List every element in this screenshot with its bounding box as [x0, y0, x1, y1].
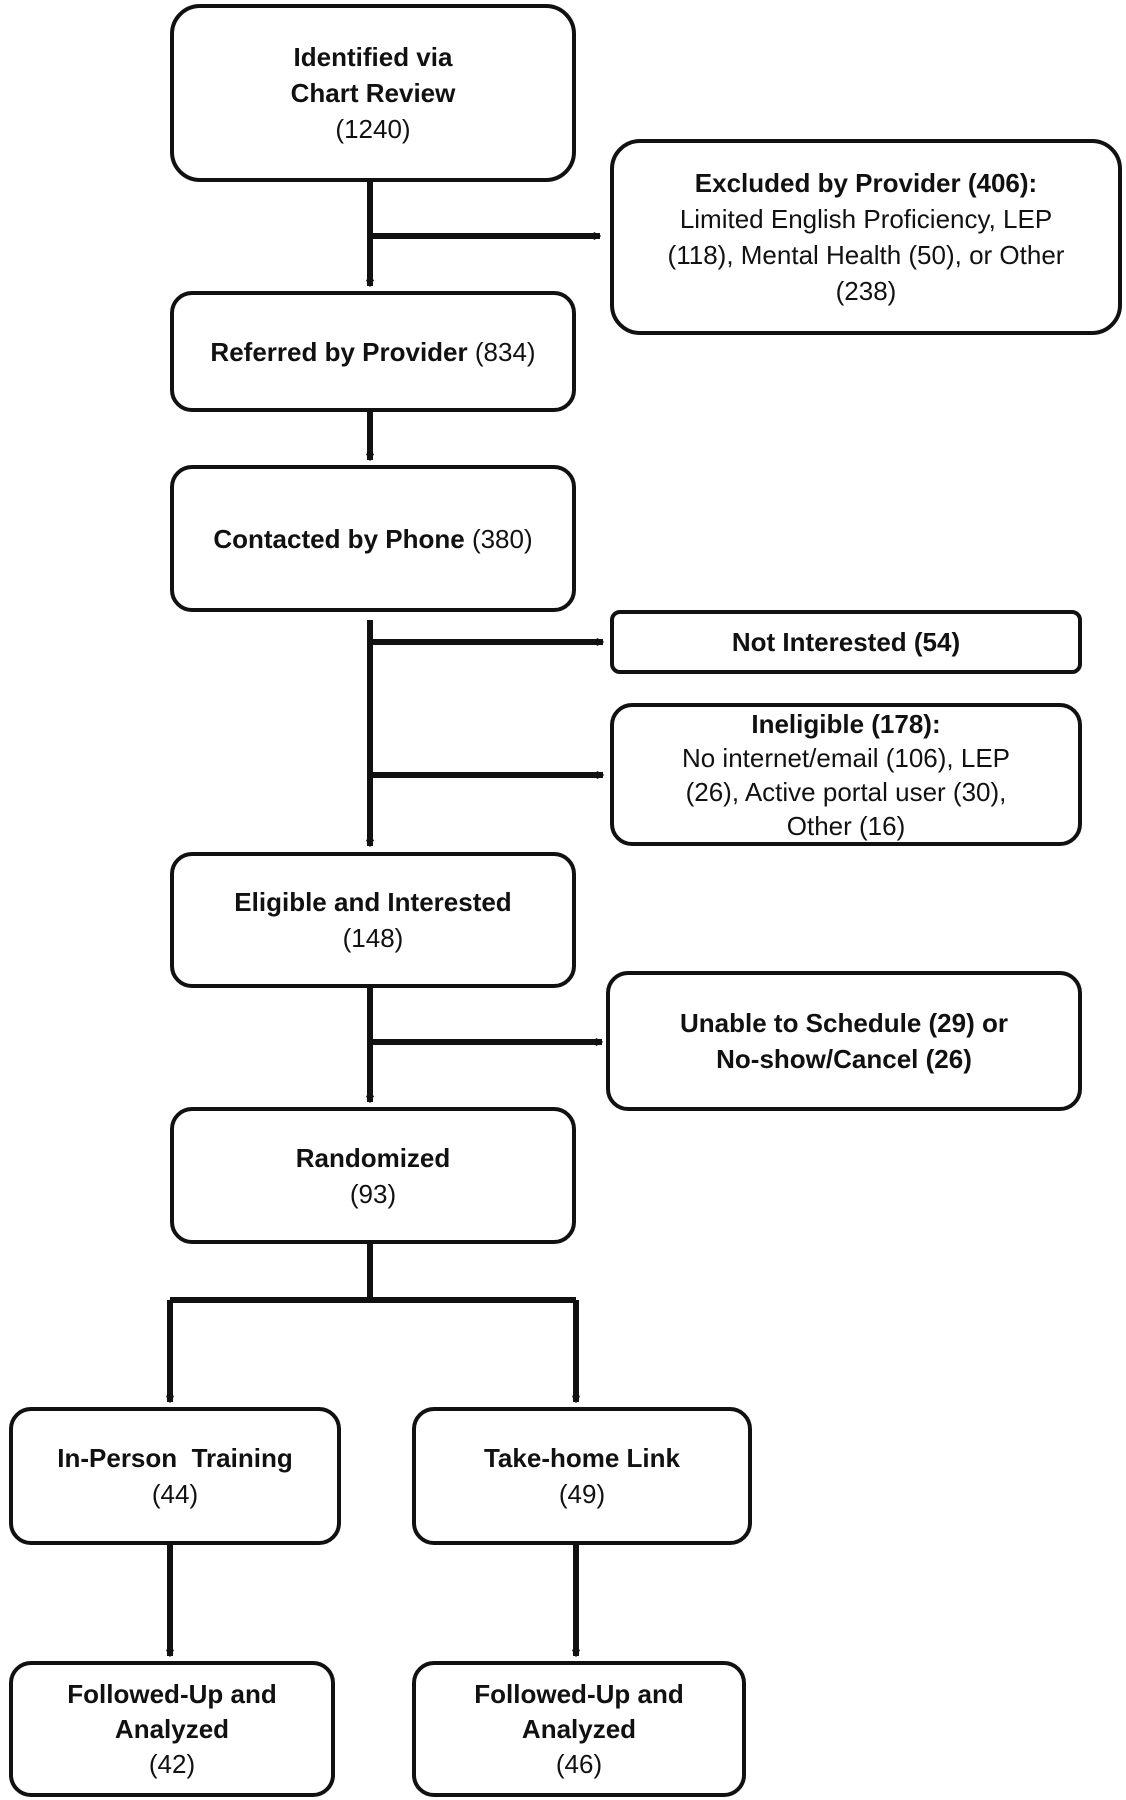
eligible-title: Eligible and Interested [234, 887, 512, 917]
followup-right-count: (46) [555, 1748, 603, 1779]
ineligible-title: Ineligible (178): [751, 708, 941, 739]
box-not-interested: Not Interested (54) [610, 610, 1082, 674]
identified-title-line-1: Identified via [293, 42, 453, 72]
eligible-count: (148) [342, 923, 404, 953]
ineligible-detail-3: Other (16) [786, 810, 906, 841]
box-ineligible: Ineligible (178): No internet/email (106… [610, 703, 1082, 846]
followup-left-title-2: Analyzed [114, 1713, 230, 1744]
excluded-title: Excluded by Provider (406): [694, 168, 1038, 198]
ineligible-detail-1: No internet/email (106), LEP [681, 742, 1011, 773]
identified-count: (1240) [335, 114, 411, 144]
not-interested-title: Not Interested (54) [731, 627, 961, 657]
box-eligible-and-interested: Eligible and Interested (148) [170, 852, 576, 988]
followup-left-title-1: Followed-Up and [67, 1678, 277, 1709]
randomized-title: Randomized [295, 1142, 451, 1173]
unable-title-line-1: Unable to Schedule (29) or [680, 1008, 1008, 1038]
randomized-count: (93) [349, 1178, 397, 1209]
excluded-detail-2: (118), Mental Health (50), or Other [667, 240, 1065, 270]
identified-title-line-2: Chart Review [290, 78, 456, 108]
excluded-detail-1: Limited English Proficiency, LEP [679, 204, 1053, 234]
box-identified: Identified via Chart Review (1240) [170, 4, 576, 182]
in-person-count: (44) [151, 1479, 199, 1509]
contacted-title: Contacted by Phone [213, 523, 465, 554]
contacted-count: (380) [471, 523, 533, 554]
box-randomized: Randomized (93) [170, 1107, 576, 1244]
box-contacted-by-phone: Contacted by Phone (380) [170, 465, 576, 612]
box-followed-up-left: Followed-Up and Analyzed (42) [9, 1661, 335, 1797]
box-in-person-training: In-Person Training (44) [9, 1407, 341, 1545]
referred-count: (834) [474, 336, 536, 367]
unable-title-line-2: No-show/Cancel (26) [716, 1044, 972, 1074]
box-excluded-by-provider: Excluded by Provider (406): Limited Engl… [610, 139, 1122, 335]
take-home-title: Take-home Link [483, 1443, 680, 1473]
followup-right-title-1: Followed-Up and [474, 1678, 684, 1709]
box-unable-to-schedule: Unable to Schedule (29) or No-show/Cance… [606, 971, 1082, 1111]
in-person-title: In-Person Training [57, 1443, 293, 1473]
followup-right-title-2: Analyzed [521, 1713, 637, 1744]
box-followed-up-right: Followed-Up and Analyzed (46) [412, 1661, 746, 1797]
box-take-home-link: Take-home Link (49) [412, 1407, 752, 1545]
take-home-count: (49) [558, 1479, 606, 1509]
referred-title: Referred by Provider [210, 336, 468, 367]
box-referred-by-provider: Referred by Provider (834) [170, 291, 576, 412]
followup-left-count: (42) [148, 1748, 196, 1779]
excluded-detail-3: (238) [835, 276, 897, 306]
ineligible-detail-2: (26), Active portal user (30), [685, 776, 1007, 807]
